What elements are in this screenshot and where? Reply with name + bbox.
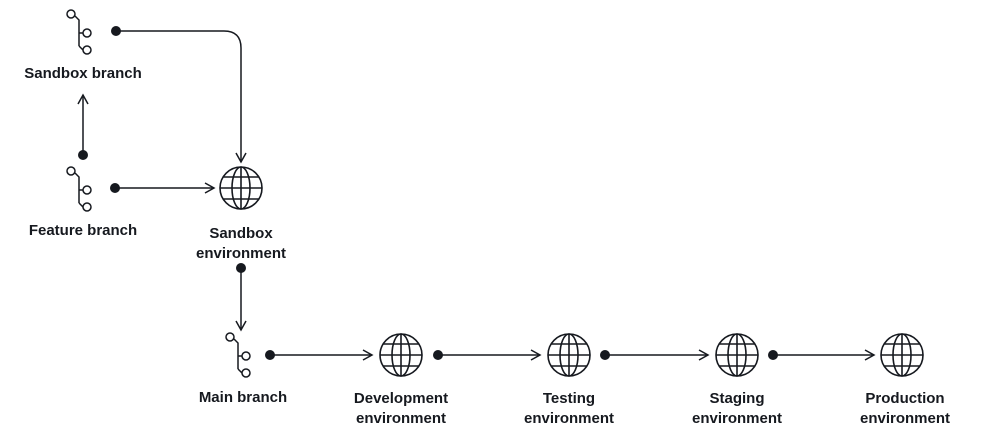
sandbox-environment-globe-icon — [219, 166, 263, 210]
connector-testing-to-staging — [600, 349, 710, 361]
staging-environment-globe-icon — [715, 333, 759, 377]
production-environment-label-line2: environment — [859, 410, 950, 427]
production-environment-globe-icon — [880, 333, 924, 377]
connector-feature-to-sandbox-env — [110, 182, 216, 194]
testing-environment-globe-icon — [547, 333, 591, 377]
connector-sandbox-env-to-main-branch — [235, 263, 247, 332]
testing-environment-label: Testing environment — [504, 389, 634, 429]
sandbox-environment-label-line2: environment — [195, 245, 286, 262]
staging-environment-label: Staging environment — [672, 389, 802, 429]
testing-environment-label-line1: Testing — [542, 390, 596, 407]
feature-branch-label: Feature branch — [28, 222, 138, 239]
staging-environment-label-line2: environment — [691, 410, 782, 427]
connector-development-to-testing — [433, 349, 542, 361]
sandbox-branch-label: Sandbox branch — [24, 65, 142, 82]
development-environment-label-line1: Development — [353, 390, 449, 407]
production-environment-label: Production environment — [840, 389, 970, 429]
development-environment-label-line2: environment — [355, 410, 446, 427]
sandbox-environment-label: Sandbox environment — [181, 224, 301, 264]
testing-environment-label-line2: environment — [523, 410, 614, 427]
connector-main-to-development — [265, 349, 374, 361]
main-branch-git-branch-icon — [225, 332, 251, 378]
sandbox-branch-git-branch-icon — [66, 9, 92, 55]
connector-sandbox-branch-to-sandbox-env — [111, 26, 247, 164]
development-environment-globe-icon — [379, 333, 423, 377]
connector-staging-to-production — [768, 349, 876, 361]
staging-environment-label-line1: Staging — [709, 390, 765, 407]
sandbox-environment-label-line1: Sandbox — [209, 225, 273, 242]
production-environment-label-line1: Production — [865, 390, 945, 407]
connector-feature-to-sandbox-branch — [77, 93, 89, 160]
development-environment-label: Development environment — [336, 389, 466, 429]
feature-branch-git-branch-icon — [66, 166, 92, 212]
main-branch-label: Main branch — [198, 389, 288, 406]
